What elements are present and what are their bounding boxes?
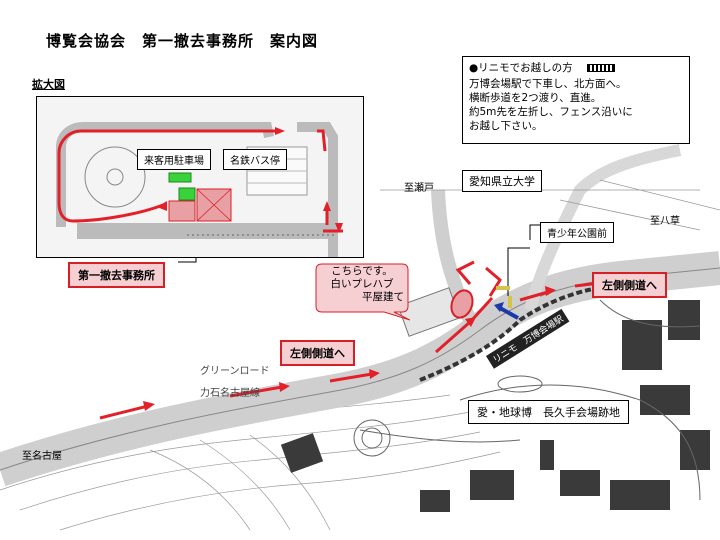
callout-line-2: 白いプレハブ	[330, 278, 394, 290]
office-callout: こちらです。 白いプレハブ 平屋建て	[314, 262, 410, 321]
chikaraishi-line-label: 力石名古屋線	[200, 388, 260, 399]
enlarged-map-label: 拡大図	[32, 78, 65, 91]
left-sidewalk-label-right: 左側側道へ	[592, 272, 667, 298]
office-label: 第一撤去事務所	[68, 262, 165, 288]
linimo-directions-box: ●リニモでお越しの方 万博会場駅で下車し、北方面へ。 横断歩道を2つ渡り、直進。…	[462, 56, 690, 144]
terrain	[0, 394, 501, 531]
to-seto-label: 至瀬戸	[404, 183, 434, 194]
linimo-line	[419, 284, 611, 382]
visitor-parking-label: 来客用駐車場	[137, 149, 211, 170]
direction-line-4: お越し下さい。	[469, 120, 543, 132]
direction-line-3: 約5m先を左折し、フェンス沿いに	[469, 106, 633, 118]
linimo-heading: ●リニモでお越しの方	[469, 62, 573, 74]
university-label: 愛知県立大学	[462, 170, 542, 192]
enlarged-map: 来客用駐車場 名鉄バス停	[36, 96, 364, 258]
callout-line-1: こちらです。	[331, 265, 393, 277]
left-sidewalk-label-left: 左側側道へ	[280, 340, 355, 366]
green-road-label: グリーンロード	[200, 366, 270, 377]
callout-line-3: 平屋建て	[362, 291, 404, 303]
to-nagoya-label: 至名古屋	[22, 451, 62, 462]
direction-line-2: 横断歩道を2つ渡り、直進。	[469, 92, 602, 104]
visitor-parking-lot	[168, 172, 192, 183]
meitetsu-bus-stop-label: 名鉄バス停	[223, 149, 287, 170]
page-title: 博覧会協会 第一撤去事務所 案内図	[46, 32, 319, 50]
blue-arrow	[499, 306, 519, 320]
main-office-building	[397, 287, 474, 337]
expo-site-label: 愛・地球博 長久手会場跡地	[468, 400, 629, 424]
inset-drawing	[37, 97, 363, 257]
youth-park-station-label: 青少年公園前	[540, 222, 614, 243]
train-icon	[586, 64, 615, 72]
to-yakusa-label: 至八草	[650, 216, 680, 227]
route-arrows	[99, 260, 601, 420]
direction-line-1: 万博会場駅で下車し、北方面へ。	[469, 78, 627, 90]
